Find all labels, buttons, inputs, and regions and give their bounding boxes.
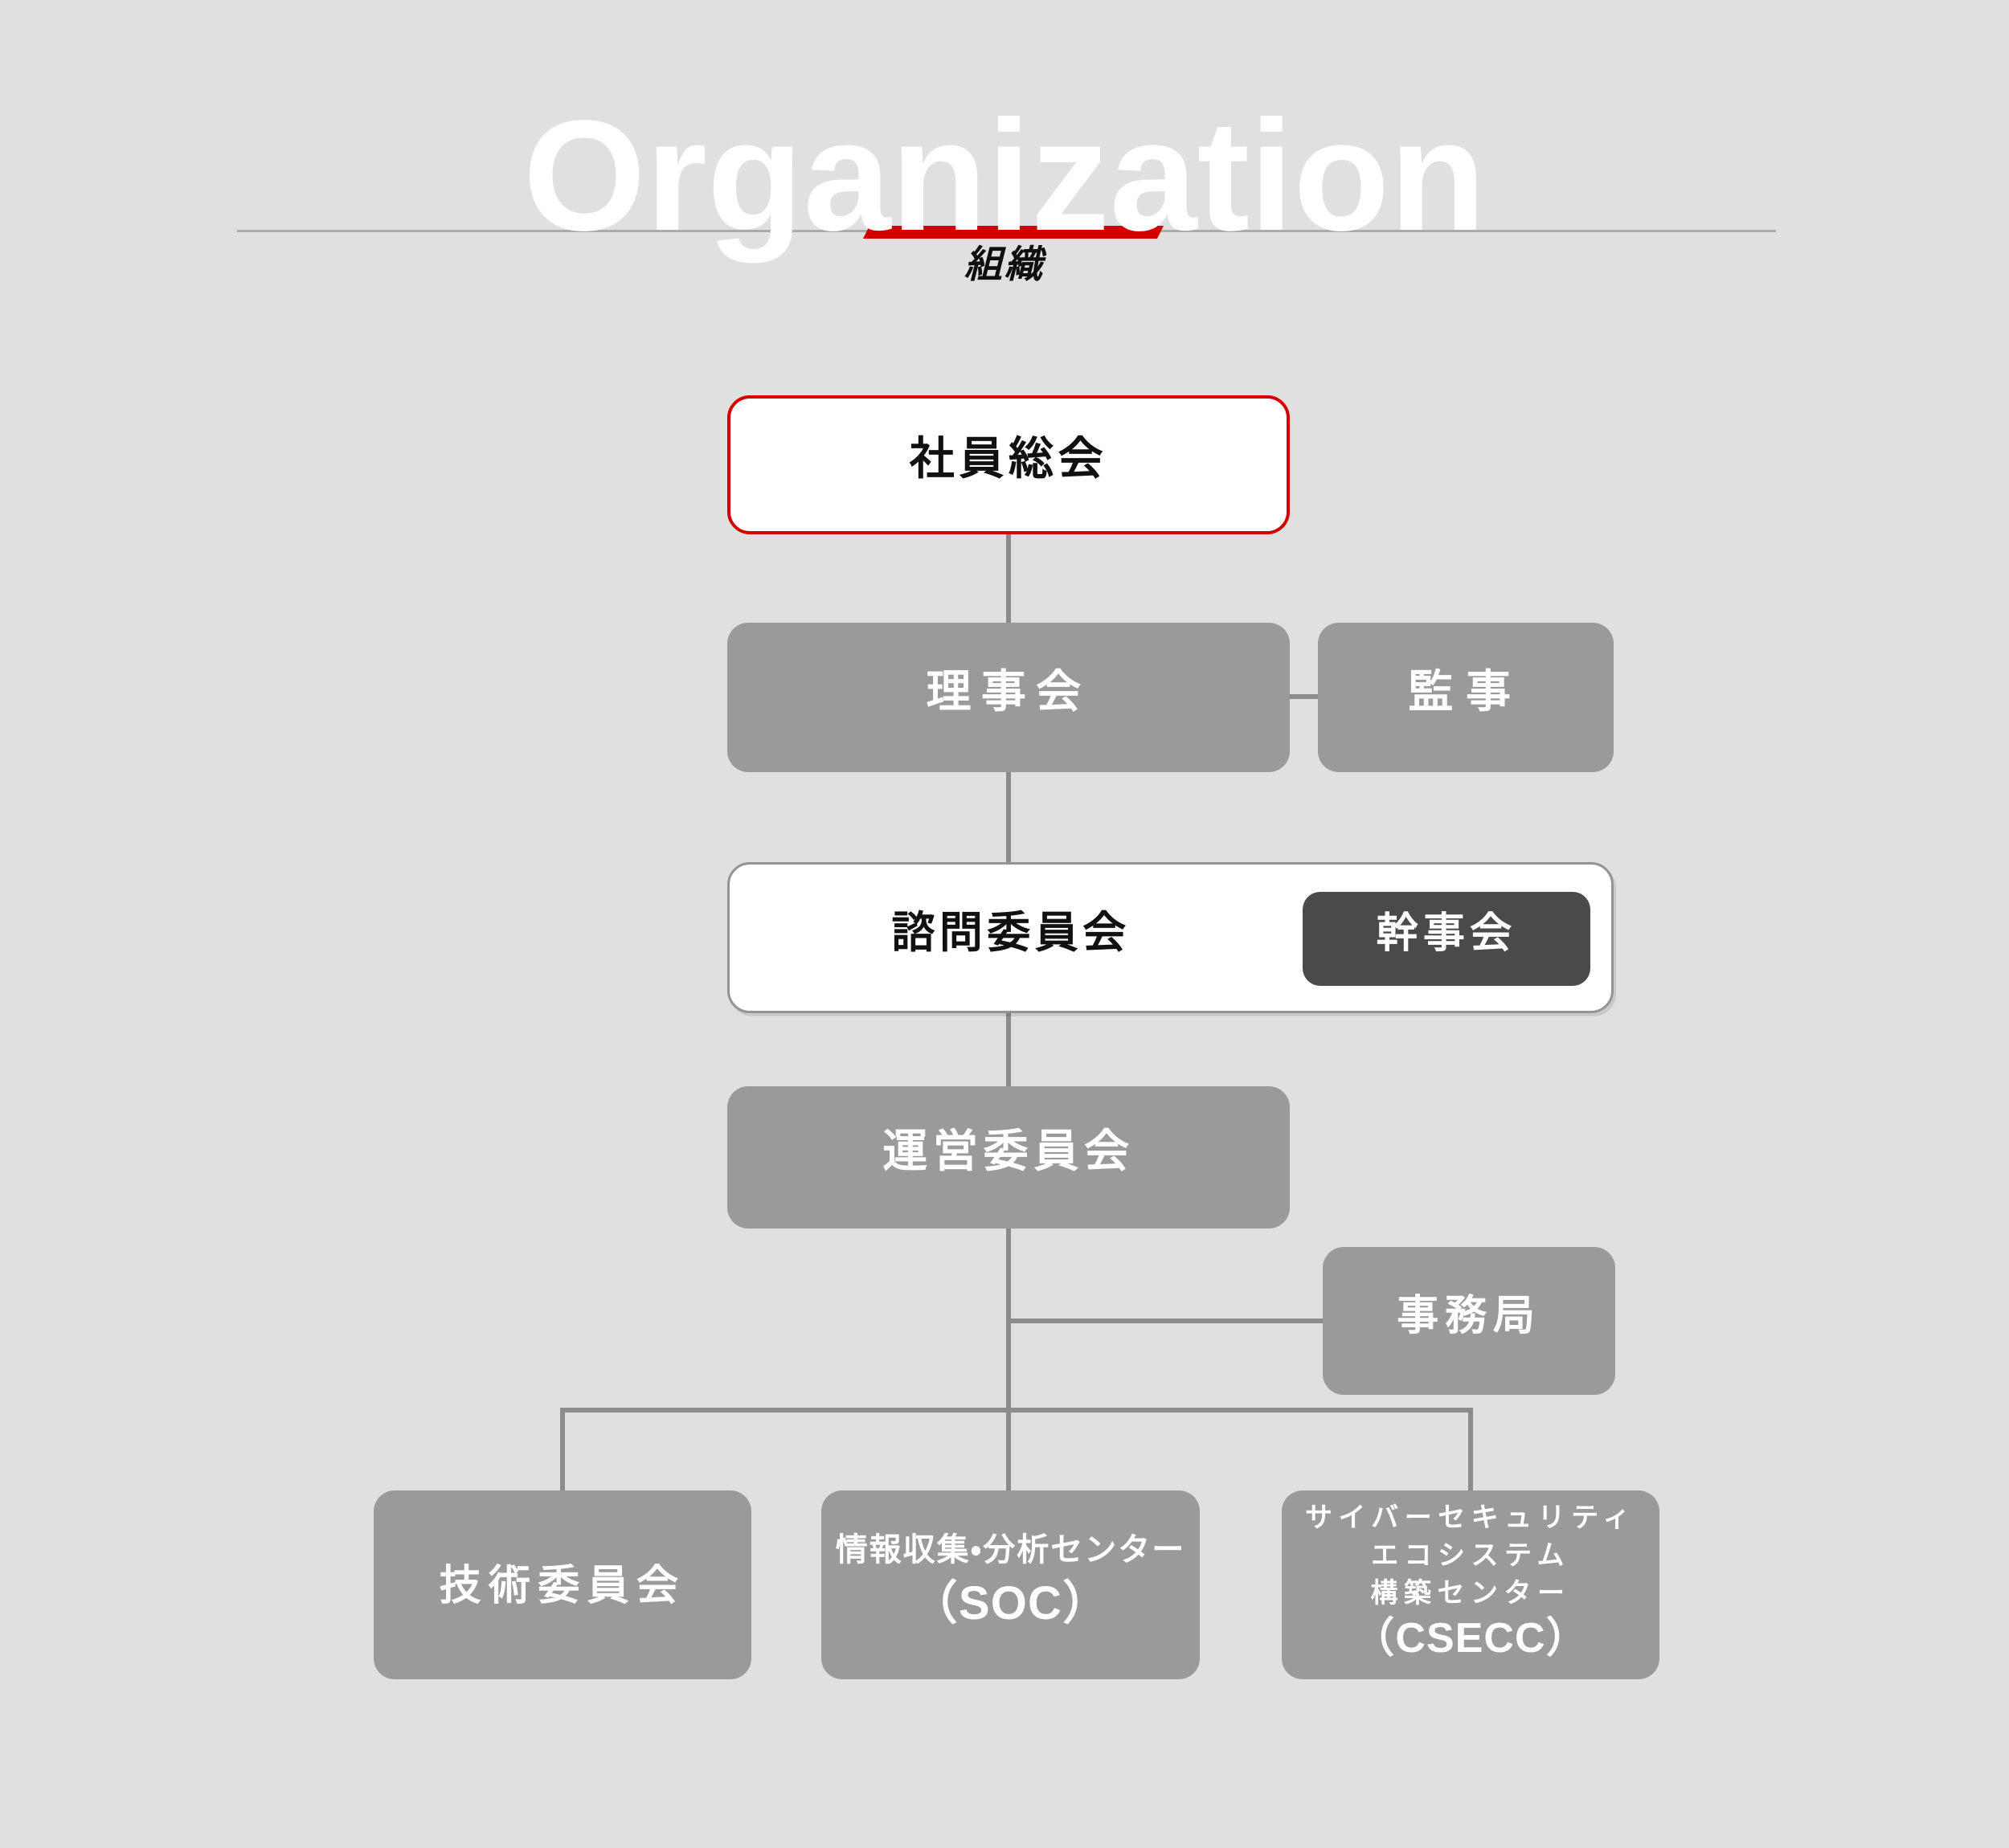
- node-advisory-committee-label: 諮問委員会: [891, 908, 1131, 957]
- connector-board-to-advisory: [1006, 770, 1011, 866]
- node-advisory-committee-label-zone: 諮問委員会: [730, 865, 1292, 1011]
- node-csecc-label-line3: 構築センター: [1370, 1578, 1571, 1609]
- node-steering-committee-label: 運営委員会: [882, 1126, 1135, 1176]
- node-board-label: 理事会: [926, 665, 1091, 717]
- node-csecc: サイバーセキュリティ エコシステム 構築センター （CSECC）: [1282, 1490, 1659, 1679]
- node-general-meeting: 社員総会: [727, 395, 1290, 534]
- connector-advisory-to-steering: [1006, 1011, 1011, 1091]
- node-auditor-label: 監事: [1408, 665, 1524, 717]
- node-general-meeting-label: 社員総会: [909, 433, 1108, 484]
- connector-board-to-auditor: [1290, 694, 1318, 699]
- node-advisory-committee: 諮問委員会 幹事会: [727, 862, 1614, 1013]
- node-technical-committee: 技術委員会: [374, 1490, 751, 1679]
- node-csecc-label-line4: （CSECC）: [1352, 1615, 1589, 1662]
- node-csecc-label-line2: エコシステム: [1371, 1540, 1570, 1571]
- node-technical-committee-label: 技術委員会: [439, 1563, 686, 1609]
- connector-drop-technical: [560, 1408, 565, 1494]
- node-secretariat-label: 事務局: [1397, 1292, 1541, 1339]
- node-board: 理事会: [727, 623, 1290, 772]
- connector-bottom-distribution: [560, 1408, 1473, 1413]
- node-executive-meeting-label: 幹事会: [1376, 910, 1517, 957]
- node-soc: 情報収集・分析センター （SOC）: [821, 1490, 1200, 1679]
- node-soc-label-line1: 情報収集・分析センター: [835, 1531, 1186, 1568]
- node-secretariat: 事務局: [1323, 1247, 1615, 1395]
- node-auditor: 監事: [1318, 623, 1614, 772]
- connector-general-to-board: [1006, 530, 1011, 627]
- page-title: Organization: [523, 88, 1486, 264]
- page-subtitle: 組織: [964, 243, 1045, 285]
- connector-steering-to-secretariat: [1009, 1319, 1323, 1323]
- node-soc-label-line2: （SOC）: [910, 1576, 1111, 1629]
- connector-drop-csecc: [1468, 1408, 1473, 1494]
- connector-steering-to-soc: [1006, 1226, 1011, 1494]
- node-steering-committee: 運営委員会: [727, 1086, 1290, 1229]
- node-csecc-label-line1: サイバーセキュリティ: [1304, 1503, 1637, 1533]
- node-executive-meeting: 幹事会: [1303, 892, 1590, 986]
